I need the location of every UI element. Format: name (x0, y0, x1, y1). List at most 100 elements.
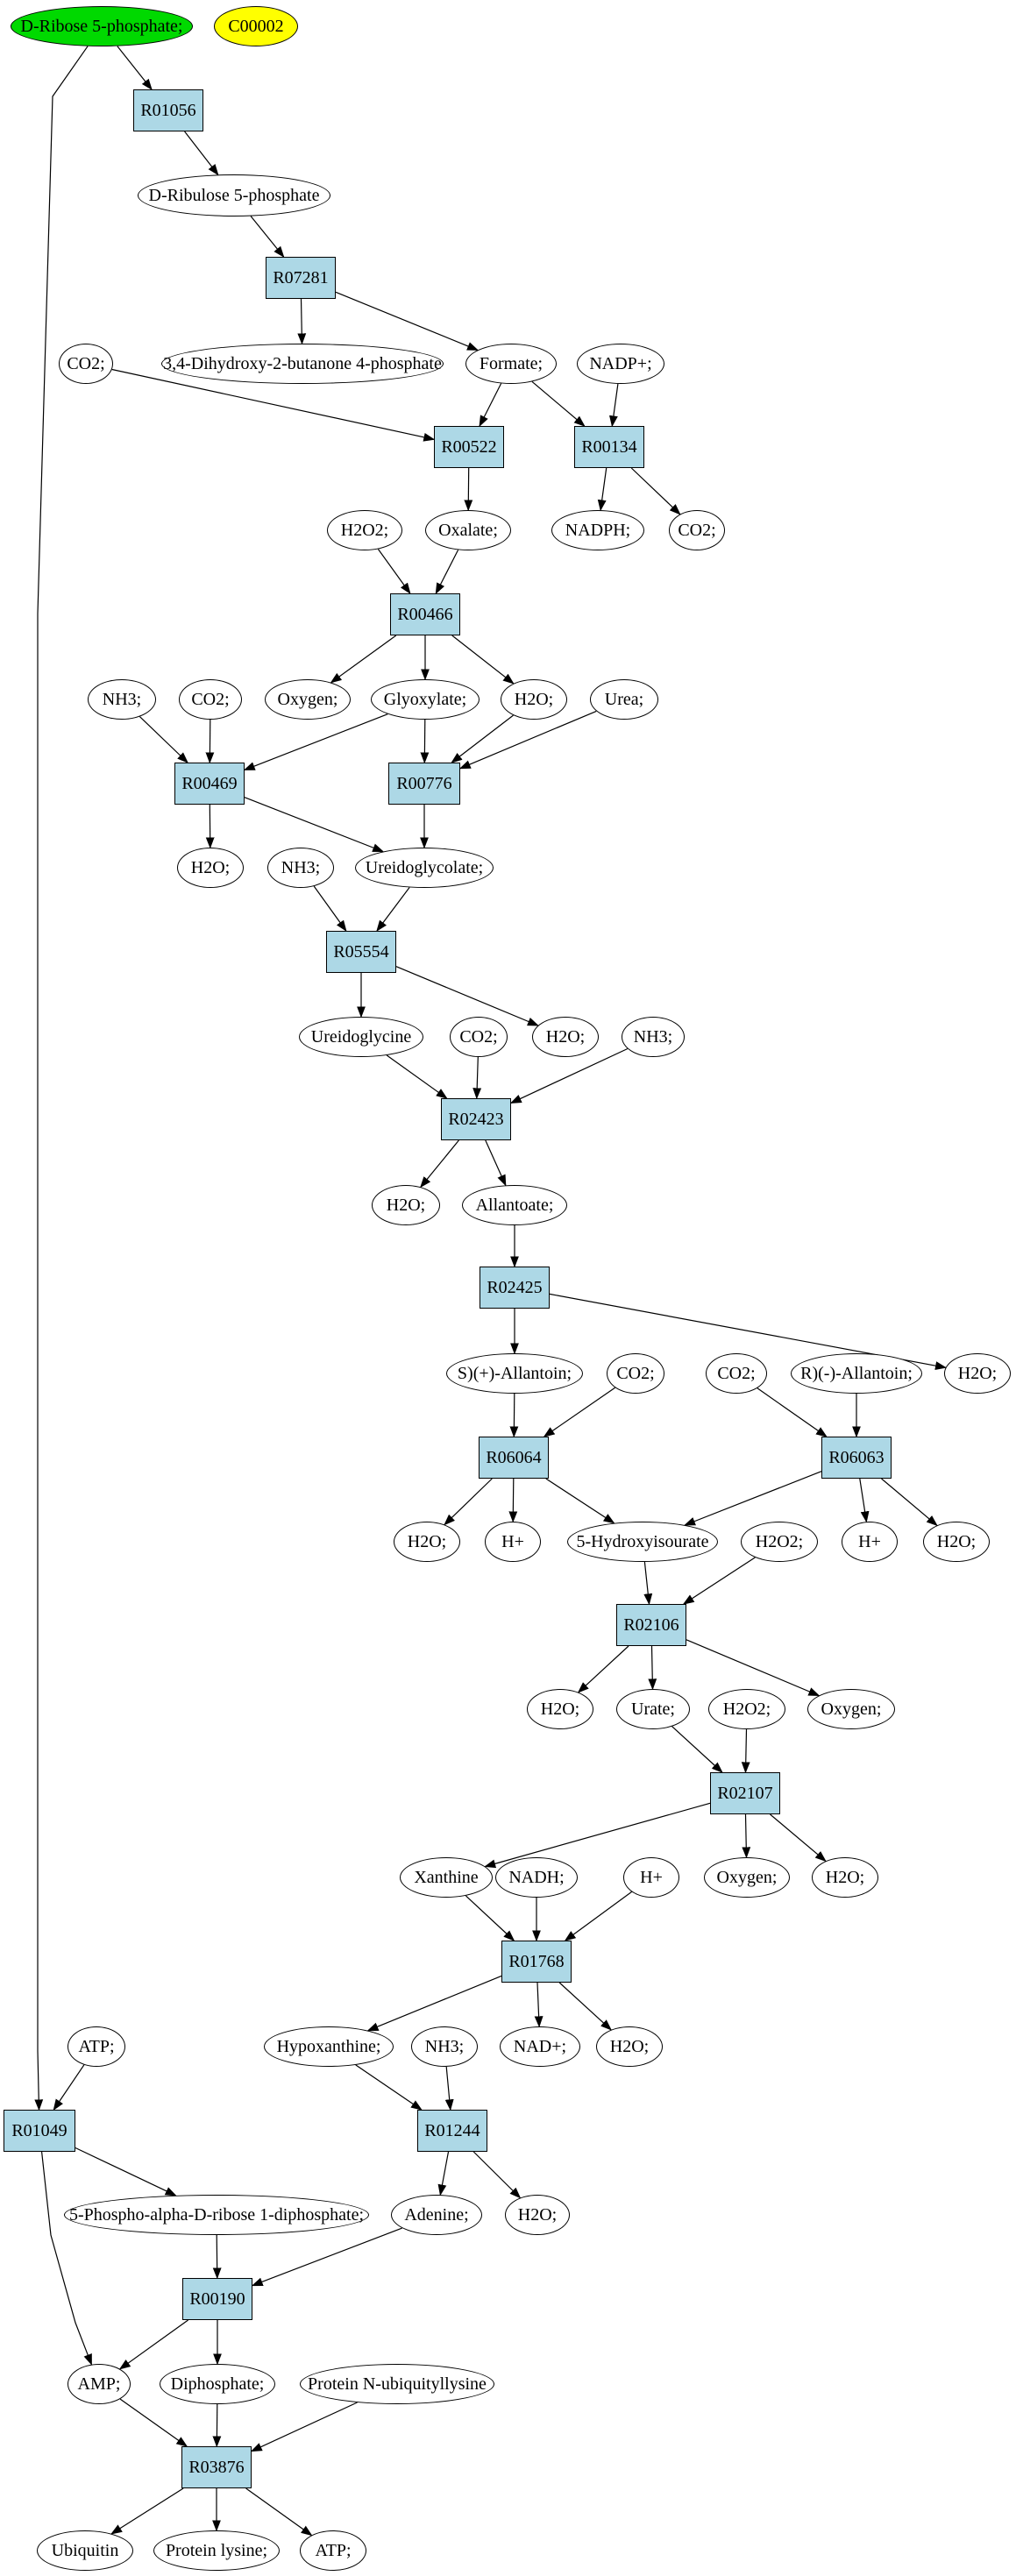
compound-node-h2o2_b[interactable]: H2O2; (741, 1522, 818, 1562)
edge-R01056-d_ribulose_5p (184, 131, 219, 176)
reaction-node-R06063[interactable]: R06063 (821, 1437, 892, 1479)
reaction-node-R00190[interactable]: R00190 (182, 2278, 252, 2320)
compound-node-h2o_e[interactable]: H2O; (944, 1353, 1011, 1394)
compound-node-urea[interactable]: Urea; (590, 679, 658, 720)
compound-node-nh3_c[interactable]: NH3; (622, 1017, 685, 1057)
reaction-node-R05554[interactable]: R05554 (326, 931, 396, 973)
compound-node-h2o_d[interactable]: H2O; (372, 1185, 440, 1225)
reaction-node-R01768[interactable]: R01768 (501, 1941, 572, 1983)
compound-node-co2_e[interactable]: CO2; (607, 1353, 664, 1394)
compound-node-ureidoglycolate[interactable]: Ureidoglycolate; (355, 848, 494, 888)
compound-node-h2o_b[interactable]: H2O; (177, 848, 244, 888)
compound-node-nh3_a[interactable]: NH3; (88, 679, 156, 720)
compound-node-h2o2_c[interactable]: H2O2; (708, 1689, 785, 1729)
compound-node-oxalate[interactable]: Oxalate; (425, 510, 511, 550)
compound-node-allantoate[interactable]: Allantoate; (462, 1185, 567, 1225)
compound-node-hiu[interactable]: 5-Hydroxyisourate (567, 1522, 718, 1562)
compound-node-h2o_j[interactable]: H2O; (596, 2026, 663, 2067)
compound-node-oxygen_c[interactable]: Oxygen; (704, 1857, 790, 1898)
compound-node-glyoxylate[interactable]: Glyoxylate; (371, 679, 480, 720)
compound-node-pnul[interactable]: Protein N-ubiquityllysine (300, 2364, 494, 2404)
edge-R06063-h2o_g (881, 1478, 938, 1527)
reaction-node-R01056[interactable]: R01056 (133, 89, 203, 131)
compound-node-h2o_a[interactable]: H2O; (501, 679, 567, 720)
compound-node-nh3_b[interactable]: NH3; (267, 848, 334, 888)
reaction-node-R00776[interactable]: R00776 (388, 763, 460, 805)
edge-R06064-hplus_a (508, 1478, 518, 1523)
compound-node-h2o_g[interactable]: H2O; (923, 1522, 990, 1562)
reaction-node-R02423[interactable]: R02423 (441, 1098, 511, 1140)
reaction-node-R01244[interactable]: R01244 (417, 2110, 487, 2152)
compound-node-atp_a[interactable]: ATP; (67, 2026, 125, 2067)
edge-nadp-R00134 (608, 383, 619, 428)
reaction-node-R02106[interactable]: R02106 (616, 1604, 686, 1646)
compound-node-hplus_c[interactable]: H+ (623, 1857, 679, 1898)
reaction-node-R00466[interactable]: R00466 (390, 593, 460, 635)
compound-node-hplus_b[interactable]: H+ (842, 1522, 898, 1562)
compound-node-dhb4p[interactable]: 3,4-Dihydroxy-2-butanone 4-phosphate (161, 344, 444, 384)
reaction-node-R00522[interactable]: R00522 (434, 426, 504, 468)
edge-R02107-oxygen_c (742, 1813, 751, 1859)
compound-node-nadp[interactable]: NADP+; (577, 344, 664, 384)
compound-node-h2o_i[interactable]: H2O; (812, 1857, 878, 1898)
edge-R01768-nad (534, 1982, 544, 2028)
compound-node-hypoxanthine[interactable]: Hypoxanthine; (264, 2026, 394, 2067)
edge-hypoxanthine-R01244 (355, 2064, 423, 2111)
compound-node-h2o_h[interactable]: H2O; (527, 1689, 593, 1729)
reaction-node-R07281[interactable]: R07281 (266, 257, 336, 299)
compound-node-hplus_a[interactable]: H+ (485, 1522, 541, 1562)
entry-node-c00002[interactable]: C00002 (214, 6, 298, 46)
reaction-node-R00134[interactable]: R00134 (574, 426, 644, 468)
reaction-node-R02107[interactable]: R02107 (710, 1772, 780, 1814)
compound-node-co2_d[interactable]: CO2; (450, 1017, 508, 1057)
compound-node-co2_a[interactable]: CO2; (59, 344, 113, 384)
edge-R00134-co2_b (630, 467, 681, 515)
compound-node-h2o_k[interactable]: H2O; (505, 2195, 570, 2235)
edge-nh3_c-R02423 (509, 1047, 629, 1103)
edge-glyoxylate-R00776 (420, 719, 430, 764)
compound-node-oxygen_a[interactable]: Oxygen; (265, 679, 351, 720)
compound-node-co2_c[interactable]: CO2; (179, 679, 242, 720)
compound-node-ubiquitin[interactable]: Ubiquitin (37, 2530, 133, 2571)
reaction-node-R03876[interactable]: R03876 (181, 2446, 252, 2488)
entry-node-d_ribose_5p[interactable]: D-Ribose 5-phosphate; (11, 6, 193, 46)
compound-node-diphosphate[interactable]: Diphosphate; (160, 2364, 275, 2404)
compound-node-formate[interactable]: Formate; (465, 344, 557, 384)
reaction-node-R00469[interactable]: R00469 (174, 763, 245, 805)
compound-node-nadph[interactable]: NADPH; (551, 510, 644, 550)
edge-co2_f-R06063 (757, 1387, 828, 1437)
compound-node-protein_lysine[interactable]: Protein lysine; (153, 2530, 280, 2571)
edge-R02423-allantoate (485, 1139, 507, 1187)
edge-nh3_a-R00469 (139, 716, 188, 763)
reaction-node-R06064[interactable]: R06064 (479, 1437, 549, 1479)
reaction-node-R01049[interactable]: R01049 (4, 2110, 75, 2152)
compound-node-nh3_d[interactable]: NH3; (411, 2026, 478, 2067)
compound-node-xanthine[interactable]: Xanthine (400, 1857, 493, 1898)
edge-adenine-R00190 (251, 2227, 402, 2287)
edge-R00522-oxalate (464, 467, 473, 512)
compound-node-prpp[interactable]: 5-Phospho-alpha-D-ribose 1-diphosphate; (64, 2195, 369, 2235)
compound-node-co2_f[interactable]: CO2; (706, 1353, 767, 1394)
reaction-node-R02425[interactable]: R02425 (480, 1267, 550, 1309)
compound-node-h2o_f[interactable]: H2O; (394, 1522, 460, 1562)
edge-nh3_d-R01244 (444, 2066, 454, 2111)
compound-node-s_allantoin[interactable]: S)(+)-Allantoin; (446, 1353, 583, 1394)
compound-node-nadh[interactable]: NADH; (495, 1857, 578, 1898)
compound-node-adenine[interactable]: Adenine; (391, 2195, 482, 2235)
compound-node-co2_b[interactable]: CO2; (669, 510, 725, 550)
edge-R00190-amp (118, 2319, 188, 2370)
compound-node-urate[interactable]: Urate; (616, 1689, 690, 1729)
compound-node-d_ribulose_5p[interactable]: D-Ribulose 5-phosphate (138, 174, 330, 216)
compound-node-h2o_c[interactable]: H2O; (532, 1017, 599, 1057)
compound-node-r_allantoin[interactable]: R)(-)-Allantoin; (791, 1353, 922, 1394)
compound-node-atp_b[interactable]: ATP; (300, 2530, 366, 2571)
compound-node-nad[interactable]: NAD+; (500, 2026, 580, 2067)
compound-node-h2o2_a[interactable]: H2O2; (327, 510, 402, 550)
edge-h2o2_c-R02107 (741, 1728, 750, 1774)
edge-R02107-xanthine (484, 1802, 711, 1869)
edge-h2o2_a-R00466 (377, 549, 411, 595)
compound-node-amp[interactable]: AMP; (67, 2364, 131, 2404)
compound-node-oxygen_b[interactable]: Oxygen; (807, 1689, 895, 1729)
compound-node-ureidoglycine[interactable]: Ureidoglycine (299, 1017, 423, 1057)
edge-R02107-h2o_i (770, 1813, 827, 1863)
